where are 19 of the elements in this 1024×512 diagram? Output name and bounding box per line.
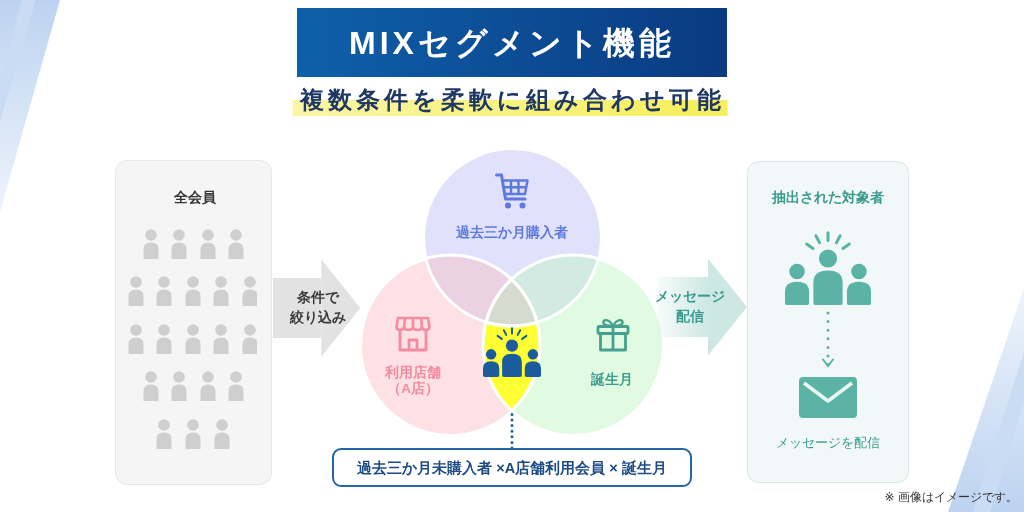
dotted-arrow <box>822 311 834 368</box>
condition-text: 過去三か月未購入者 ×A店舗利用会員 × 誕生月 <box>357 458 667 477</box>
result-box <box>332 448 692 487</box>
subtitle: 複数条件を柔軟に組み合わせ可能 <box>292 84 728 116</box>
block-arrow <box>657 258 747 356</box>
panel-card <box>747 161 909 483</box>
dotted-leader-line <box>510 410 514 450</box>
title: MIXセグメント機能 <box>349 23 675 63</box>
edge-label: 条件で絞り込み <box>290 289 346 327</box>
edge-label: メッセージ配信 <box>655 288 725 326</box>
footnote: ※ 画像はイメージです。 <box>884 489 1018 505</box>
circle-label: 利用店舗（A店） <box>384 365 442 397</box>
panel-card <box>115 160 272 485</box>
circle-label: 過去三か月購入者 <box>456 225 568 241</box>
circle-label: 誕生月 <box>591 372 633 388</box>
block-arrow <box>273 259 361 357</box>
panel-heading: 全会員 <box>173 188 216 206</box>
panel-heading: 抽出された対象者 <box>772 188 884 206</box>
icon-caption: メッセージを配信 <box>776 435 880 451</box>
